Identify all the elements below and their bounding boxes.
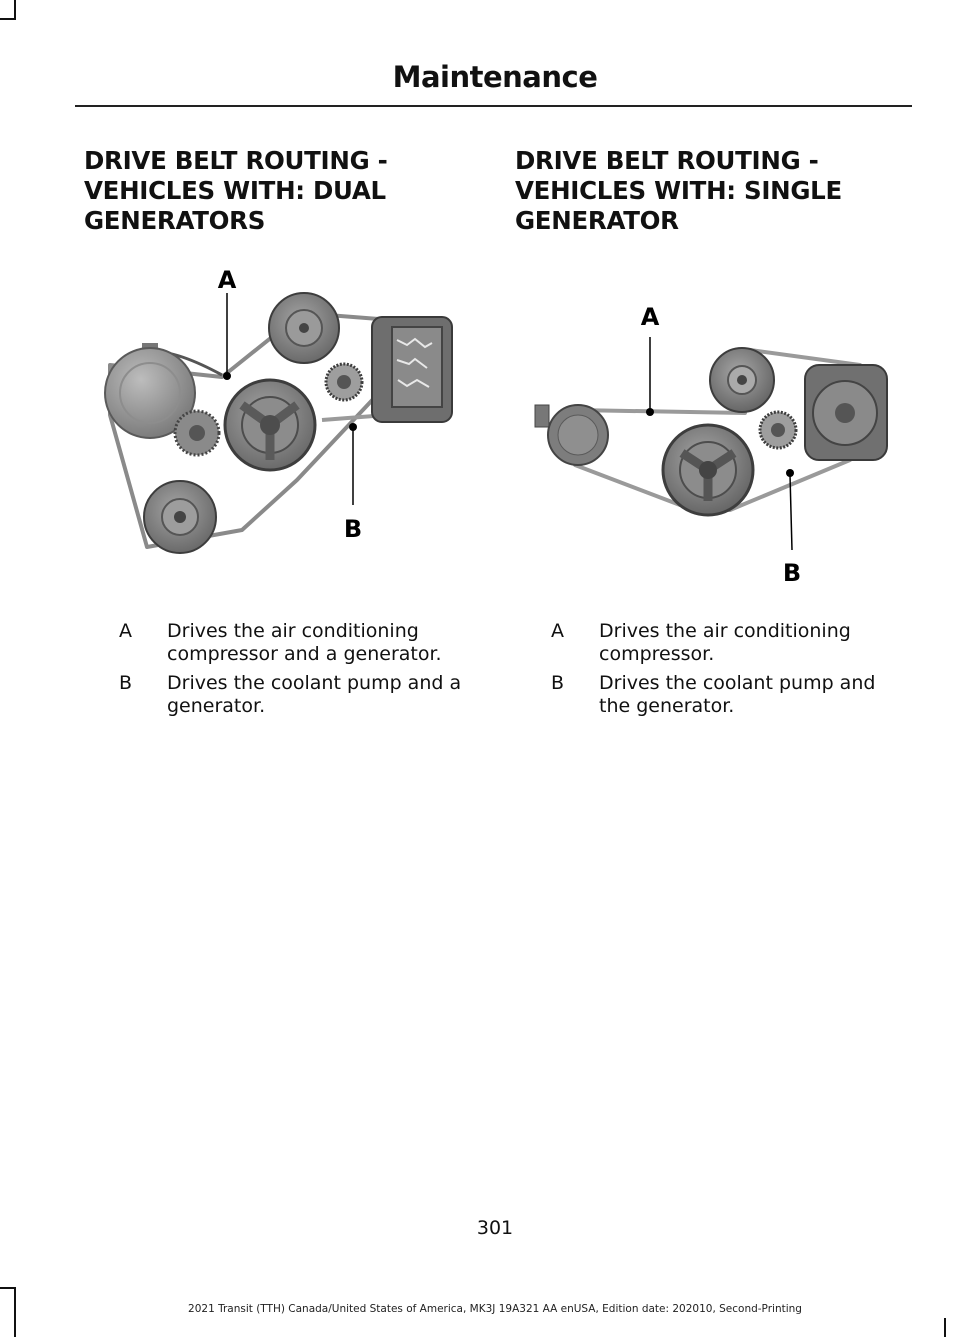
callout-dot-a — [646, 408, 654, 416]
header-divider — [75, 105, 912, 107]
heading-line: GENERATOR — [515, 206, 679, 235]
sensor-connector — [534, 404, 550, 428]
heading-line: VEHICLES WITH: DUAL — [84, 176, 386, 205]
pulley-hub — [699, 461, 717, 479]
heading-line: DRIVE BELT ROUTING - — [84, 146, 388, 175]
legend-text: Drives the coolant pump and the generato… — [599, 672, 876, 717]
dual-generator-belt-diagram: A B — [104, 266, 453, 554]
drive-belt — [108, 311, 394, 549]
section-heading-single-generator: DRIVE BELT ROUTING - VEHICLES WITH: SING… — [515, 146, 842, 236]
coolant-pump-pulley — [104, 347, 196, 439]
pulley-hub — [299, 323, 309, 333]
callout-leader-b — [789, 474, 793, 551]
legend-key: B — [551, 672, 565, 694]
legend-item: A Drives the air conditioning compressor… — [84, 620, 474, 666]
heading-line: VEHICLES WITH: SINGLE — [515, 176, 842, 205]
crop-mark — [944, 1318, 946, 1337]
heading-line: DRIVE BELT ROUTING - — [515, 146, 819, 175]
pulley-hub — [771, 423, 785, 437]
pulley-hub — [260, 415, 280, 435]
legend-single-generator: A Drives the air conditioning compressor… — [516, 620, 906, 724]
callout-label-a: A — [218, 266, 237, 294]
legend-item: A Drives the air conditioning compressor… — [516, 620, 906, 666]
legend-item: B Drives the coolant pump and the genera… — [516, 672, 906, 718]
legend-dual-generators: A Drives the air conditioning compressor… — [84, 620, 474, 724]
crop-mark — [0, 18, 16, 20]
crop-mark — [14, 0, 16, 20]
page-number: 301 — [476, 1217, 514, 1239]
pulley-hub — [174, 511, 186, 523]
crop-mark — [0, 1287, 16, 1289]
single-generator-belt-diagram: A B — [534, 303, 888, 587]
pulley-hub — [337, 375, 351, 389]
pulley-hub — [189, 425, 205, 441]
legend-item: B Drives the coolant pump and a generato… — [84, 672, 474, 718]
footer-edition-text: 2021 Transit (TTH) Canada/United States … — [188, 1303, 802, 1315]
pulley-hub — [737, 375, 747, 385]
pulley-hub — [835, 403, 855, 423]
page-title: Maintenance — [392, 60, 598, 94]
callout-label-b: B — [783, 559, 801, 587]
legend-key: A — [551, 620, 564, 642]
legend-key: A — [119, 620, 132, 642]
legend-text: Drives the coolant pump and a generator. — [167, 672, 462, 717]
crop-mark — [14, 1287, 16, 1337]
pulley-ring — [119, 362, 181, 424]
callout-label-a: A — [641, 303, 660, 331]
legend-text: Drives the air conditioning compressor. — [599, 620, 851, 665]
generator-fins — [396, 337, 433, 388]
legend-text: Drives the air conditioning compressor a… — [167, 620, 442, 665]
callout-dot-b — [786, 469, 794, 477]
generator-housing — [391, 326, 443, 408]
legend-key: B — [119, 672, 133, 694]
heading-line: GENERATORS — [84, 206, 266, 235]
pulley-ring — [557, 414, 599, 456]
callout-label-b: B — [344, 515, 362, 543]
callout-dot-a — [223, 372, 231, 380]
section-heading-dual-generators: DRIVE BELT ROUTING - VEHICLES WITH: DUAL… — [84, 146, 388, 236]
callout-dot-b — [349, 423, 357, 431]
